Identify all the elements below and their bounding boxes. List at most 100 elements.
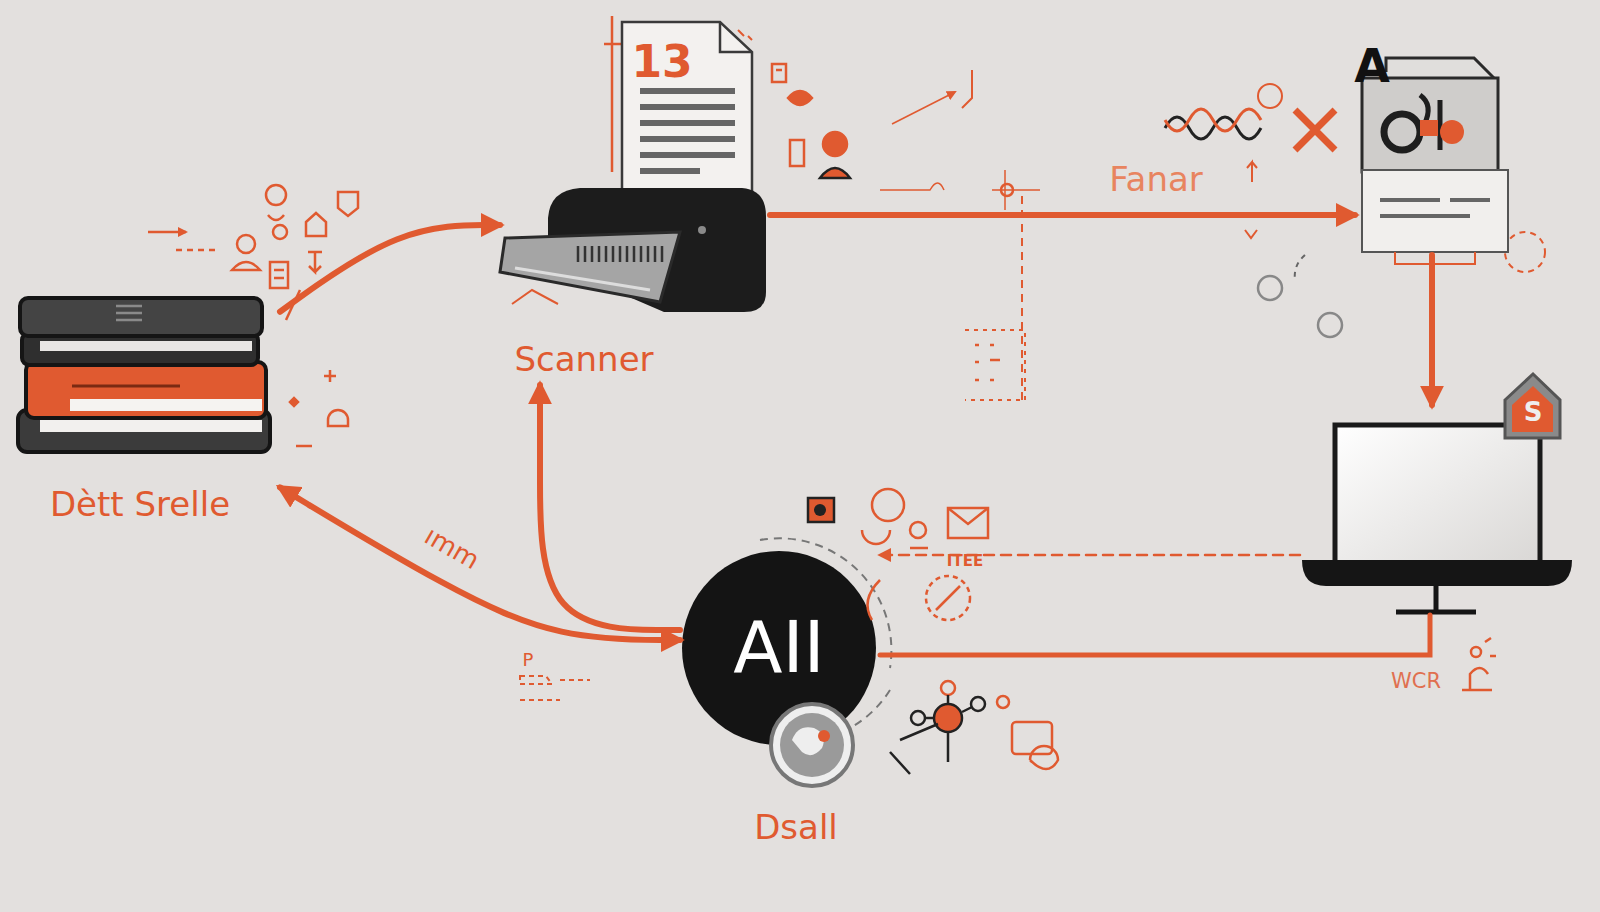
book-stack xyxy=(18,298,270,452)
book-stack-node: Dètt Srelle xyxy=(15,290,280,525)
doodle-icons xyxy=(237,235,255,253)
node-letter: A xyxy=(1354,41,1390,92)
icon-caption: ITEE xyxy=(947,553,983,570)
scanner-device xyxy=(515,268,650,290)
archive-box xyxy=(1440,120,1464,144)
doodle-icons xyxy=(962,70,972,108)
archive-box xyxy=(1362,78,1498,172)
doodle-icons xyxy=(941,681,955,695)
node-label: Dètt Srelle xyxy=(50,486,230,523)
doodle-icons xyxy=(1471,647,1481,657)
doodle-icons xyxy=(948,508,988,538)
document-sheet xyxy=(640,104,735,110)
doodle-icons xyxy=(148,231,186,234)
scanner-device xyxy=(578,246,662,262)
ai-core xyxy=(771,704,853,786)
doodle-icons xyxy=(1021,196,1023,405)
ai-core xyxy=(682,538,891,786)
doodle-icons xyxy=(296,445,312,448)
book-stack xyxy=(40,341,252,351)
book-stack xyxy=(70,399,262,411)
doodle-icons xyxy=(808,498,834,522)
doodle-icons xyxy=(992,170,1040,210)
archive-box xyxy=(1380,200,1490,216)
doodle-icons xyxy=(926,576,970,620)
doodle-icons xyxy=(338,192,358,216)
doodle-icons xyxy=(814,504,826,516)
doodle-icons xyxy=(560,679,590,681)
ai-node: AII Dsall xyxy=(680,550,880,850)
computer-monitor xyxy=(1512,386,1553,432)
edge-label: Fanar xyxy=(1109,161,1203,198)
document-sheet xyxy=(640,152,735,158)
doodle-icons xyxy=(1165,109,1261,131)
doodle-icons xyxy=(1258,84,1282,108)
doodle-icons xyxy=(934,704,962,732)
node-label: Dsall xyxy=(754,809,838,846)
doodle-icons xyxy=(1245,230,1257,238)
doodle-icons xyxy=(1462,638,1496,690)
flow-arrow xyxy=(540,385,680,630)
book-stack xyxy=(72,385,180,388)
book-stack xyxy=(26,362,266,418)
badge-letter: S xyxy=(1524,398,1543,427)
doodle-icons xyxy=(890,695,972,774)
doodle-icons xyxy=(232,262,260,270)
archive-box xyxy=(1395,252,1475,264)
doodle-icons xyxy=(892,92,955,124)
doodle-icons xyxy=(1012,722,1052,754)
flow-arrow xyxy=(1429,255,1435,405)
small-letter: P xyxy=(523,650,534,670)
doodle-icons xyxy=(808,489,1058,774)
document-sheet xyxy=(640,88,735,94)
flow-arrow xyxy=(280,487,680,640)
ai-core xyxy=(792,727,824,755)
doodle-icons xyxy=(975,345,1000,380)
doodle-icons xyxy=(788,91,812,105)
doodle-icons xyxy=(520,676,552,684)
scanner-node: Scanner xyxy=(500,185,770,385)
document-sheet xyxy=(738,30,752,40)
doodle-icons xyxy=(273,225,287,239)
book-stack xyxy=(116,306,142,320)
doodle-icons xyxy=(868,580,881,620)
scanner-device xyxy=(500,232,680,302)
computer-monitor xyxy=(1302,374,1572,612)
doodle-icons xyxy=(872,489,904,521)
document-sheet xyxy=(640,136,735,142)
archive-node: A xyxy=(1355,40,1510,255)
archive-box xyxy=(1420,95,1440,150)
doodle-icons xyxy=(306,213,326,236)
document-sheet xyxy=(640,120,735,126)
doodle-icons xyxy=(910,547,928,550)
document-sheet xyxy=(720,22,752,52)
node-label: Scanner xyxy=(514,341,653,378)
doodle-icons xyxy=(266,185,286,205)
doodle-icons xyxy=(176,249,220,252)
computer-monitor xyxy=(1505,374,1560,438)
doodle-icons xyxy=(286,290,300,320)
dashed-arrow xyxy=(880,554,1300,557)
flow-arrow xyxy=(280,225,500,312)
doodle-icons xyxy=(862,530,890,544)
doodle-icons xyxy=(520,676,590,700)
doodle-icons xyxy=(1505,232,1545,272)
scanner-device xyxy=(698,226,706,234)
doodle-icons xyxy=(1247,162,1257,182)
ai-title: AII xyxy=(733,608,825,687)
scanner-device xyxy=(500,188,766,312)
doodle-icons xyxy=(324,370,336,382)
doodle-icons xyxy=(268,215,284,220)
document-sheet xyxy=(640,168,700,174)
doodle-icons xyxy=(790,140,804,166)
doodle-icons xyxy=(1001,184,1013,196)
doodle-icons xyxy=(880,183,944,190)
ai-core xyxy=(818,730,830,742)
archive-box xyxy=(1362,170,1508,252)
doodle-icons xyxy=(772,64,786,82)
book-stack xyxy=(20,298,262,336)
doodle-icons xyxy=(823,132,847,156)
doodle-icons xyxy=(965,330,1025,400)
ai-core xyxy=(682,551,876,745)
